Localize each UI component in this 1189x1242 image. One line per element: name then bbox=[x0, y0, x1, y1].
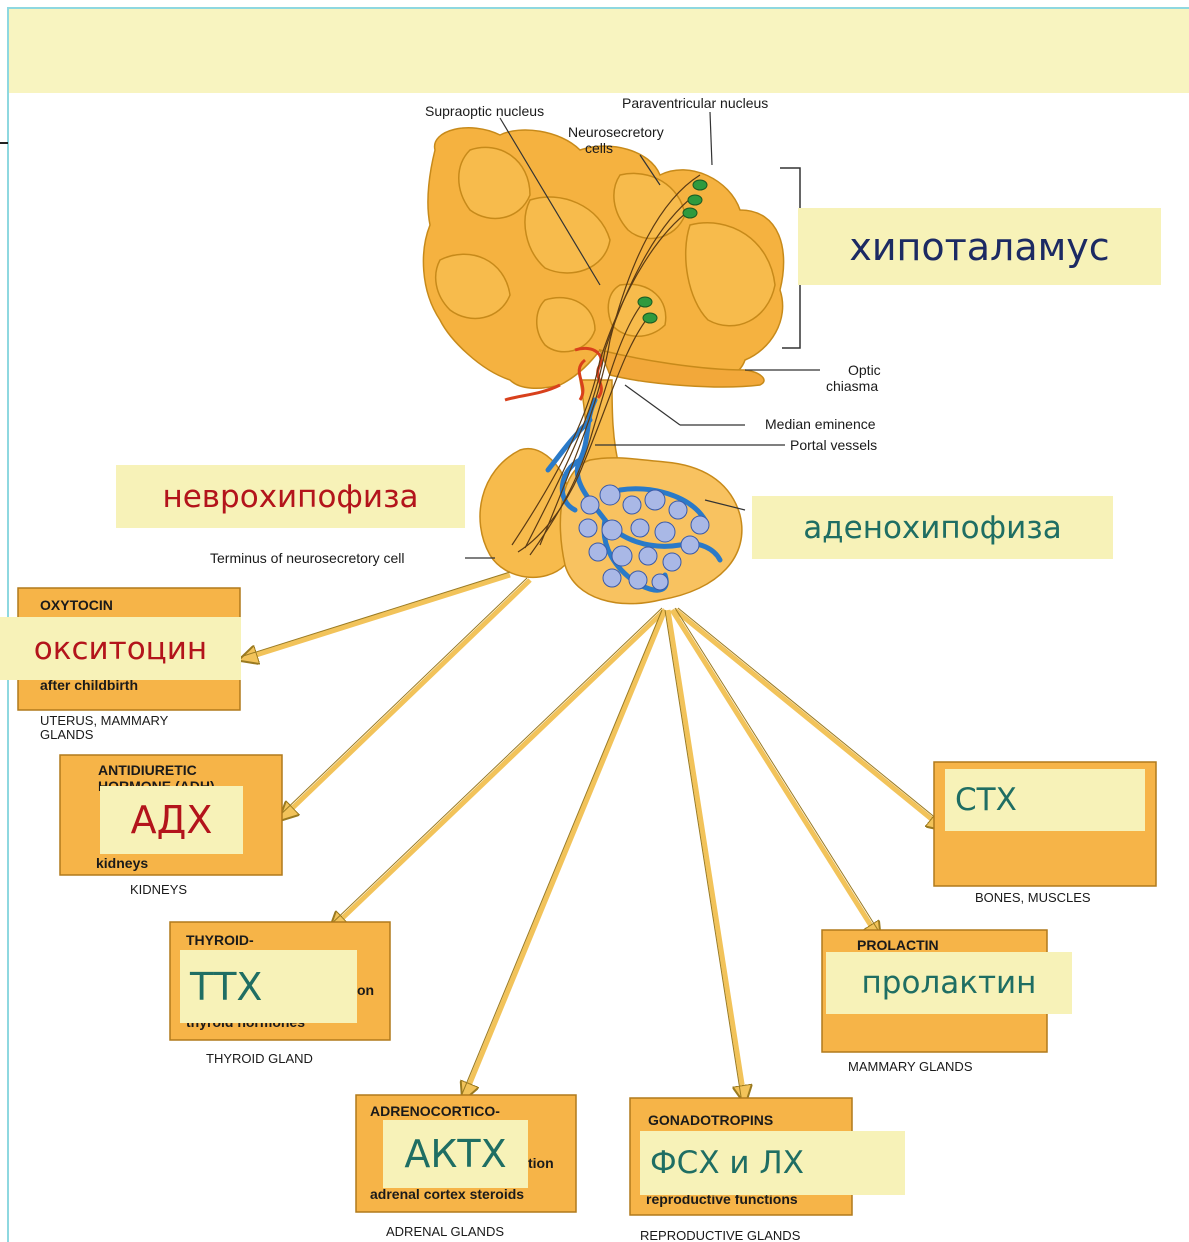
label-median-eminence: Median eminence bbox=[765, 416, 876, 432]
overlay-neurohypophysis: неврохипофиза bbox=[116, 465, 465, 528]
label-terminus: Terminus of neurosecretory cell bbox=[210, 550, 405, 566]
overlay-akth-text: АКТХ bbox=[404, 1132, 507, 1176]
label-portal-vessels: Portal vessels bbox=[790, 437, 877, 453]
prolactin-box-title: PROLACTIN bbox=[857, 937, 939, 953]
oxytocin-caption-1: UTERUS, MAMMARY bbox=[40, 713, 169, 728]
overlay-hypothalamus-text: хипоталамус bbox=[849, 224, 1110, 269]
hypothalamus-illustration bbox=[422, 127, 785, 390]
overlay-sth: СТХ bbox=[945, 769, 1145, 831]
label-paraventricular: Paraventricular nucleus bbox=[622, 95, 768, 111]
gonado-caption: REPRODUCTIVE GLANDS bbox=[640, 1228, 801, 1242]
neurohypophysis-lobe bbox=[479, 448, 575, 579]
red-blood-vessels bbox=[504, 346, 603, 402]
adrenal-caption: ADRENAL GLANDS bbox=[386, 1224, 504, 1239]
overlay-hypothalamus: хипоталамус bbox=[798, 208, 1161, 285]
oxytocin-box-title: OXYTOCIN bbox=[40, 597, 113, 613]
overlay-neurohypophysis-text: неврохипофиза bbox=[162, 478, 419, 515]
thyroid-box-title: THYROID- bbox=[186, 932, 254, 948]
overlay-adenohypophysis-text: аденохипофиза bbox=[803, 509, 1062, 546]
adh-caption: KIDNEYS bbox=[130, 882, 187, 897]
thyroid-caption: THYROID GLAND bbox=[206, 1051, 313, 1066]
optic-chiasma-shape bbox=[598, 348, 765, 388]
overlay-adh-text: АДХ bbox=[130, 798, 213, 842]
overlay-oxytocin-text: окситоцин bbox=[33, 630, 208, 667]
label-chiasma: chiasma bbox=[826, 378, 878, 394]
hormone-arrows bbox=[240, 572, 945, 1103]
leader-lines bbox=[465, 111, 820, 559]
overlay-tth-text: ТТХ bbox=[190, 964, 263, 1009]
overlay-akth: АКТХ bbox=[383, 1120, 528, 1188]
label-neurosecretory: Neurosecretory bbox=[568, 124, 664, 140]
thyroid-box-fragment: on bbox=[357, 982, 374, 998]
side-tick-mark bbox=[0, 142, 8, 144]
label-cells: cells bbox=[585, 140, 613, 156]
gonado-box-title: GONADOTROPINS bbox=[648, 1112, 773, 1128]
capillary-cells bbox=[578, 484, 710, 591]
adh-box-text: kidneys bbox=[96, 855, 148, 871]
growth-caption: BONES, MUSCLES bbox=[975, 890, 1091, 905]
overlay-prolactin-text: пролактин bbox=[861, 965, 1037, 1001]
gonado-box-text: reproductive functions bbox=[646, 1191, 798, 1207]
overlay-adenohypophysis: аденохипофиза bbox=[752, 496, 1113, 559]
overlay-fsh-lh-text: ФСХ и ЛХ bbox=[650, 1145, 804, 1181]
neurosecretory-cell-bodies bbox=[637, 179, 708, 324]
overlay-adh: АДХ bbox=[100, 786, 243, 854]
overlay-prolactin: пролактин bbox=[826, 952, 1072, 1014]
overlay-oxytocin: окситоцин bbox=[0, 617, 241, 680]
header-band bbox=[9, 9, 1189, 93]
oxytocin-caption-2: GLANDS bbox=[40, 727, 94, 742]
adrenal-box-text: adrenal cortex steroids bbox=[370, 1186, 524, 1202]
overlay-tth: ТТХ bbox=[180, 950, 357, 1023]
adrenal-box-title: ADRENOCORTICO- bbox=[370, 1103, 500, 1119]
oxytocin-box-text: after childbirth bbox=[40, 677, 138, 693]
overlay-sth-text: СТХ bbox=[955, 782, 1017, 818]
prolactin-caption: MAMMARY GLANDS bbox=[848, 1059, 973, 1074]
label-supraoptic: Supraoptic nucleus bbox=[425, 103, 544, 119]
arrow-outlines bbox=[239, 571, 949, 1104]
overlay-fsh-lh: ФСХ и ЛХ bbox=[640, 1131, 905, 1195]
adrenal-box-fragment: tion bbox=[528, 1155, 554, 1171]
label-optic: Optic bbox=[848, 362, 881, 378]
neurosecretory-fibers bbox=[511, 174, 701, 556]
adh-box-title-1: ANTIDIURETIC bbox=[98, 762, 197, 778]
